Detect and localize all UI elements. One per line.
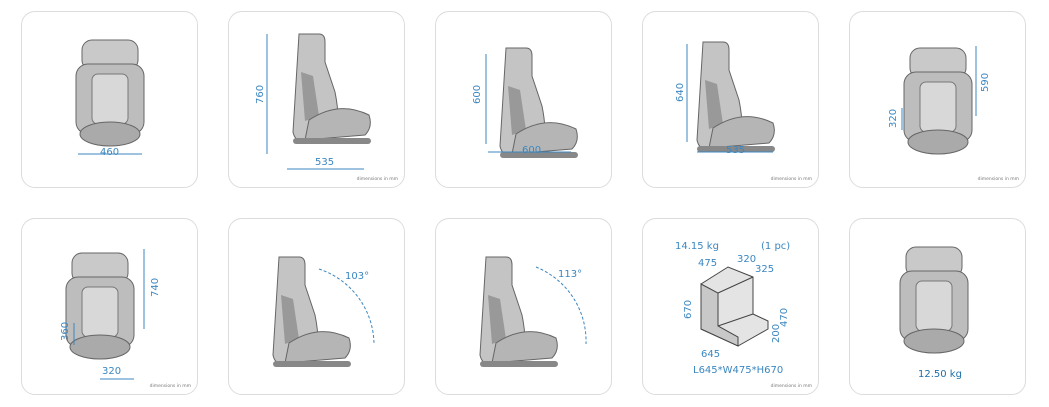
height-label: 740 [150, 277, 161, 297]
width-label: 475 [698, 258, 718, 269]
car-seat-side-illustration [686, 41, 776, 153]
height-label: 600 [472, 84, 483, 104]
image-side-recline-1[interactable]: 600 600 [435, 11, 612, 188]
height-label: 670 [683, 299, 694, 319]
dimensions-note: dimensions in mm [770, 384, 812, 389]
car-seat-front-illustration [75, 39, 145, 155]
depth-top-label: 320 [737, 254, 757, 265]
car-seat-side-illustration [266, 33, 372, 170]
width-label: 320 [102, 366, 122, 377]
image-side-recline-2[interactable]: 640 535 dimensions in mm [642, 11, 819, 188]
height-label: 760 [255, 84, 266, 104]
image-angle-113[interactable]: 113° [435, 218, 612, 395]
image-front-width[interactable]: 460 [21, 11, 198, 188]
weight-label: 12.50 kg [918, 369, 962, 380]
dimensions-note: dimensions in mm [356, 177, 398, 182]
angle-label: 103° [345, 271, 370, 282]
depth-label: 600 [522, 145, 542, 156]
length-label: 645 [701, 349, 721, 360]
image-package[interactable]: 14.15 kg (1 pc) 475 320 325 670 470 200 … [642, 218, 819, 395]
weight-label: 14.15 kg [675, 241, 719, 252]
depth-label: 535 [315, 157, 335, 168]
step-height-label: 200 [771, 323, 782, 343]
image-side-upright[interactable]: 760 535 dimensions in mm [228, 11, 405, 188]
car-seat-recline-illustration [272, 256, 375, 368]
seat-height-label: 320 [888, 108, 899, 128]
angle-label: 113° [558, 269, 583, 280]
car-seat-side-illustration [485, 47, 579, 159]
dimensions-note: dimensions in mm [770, 177, 812, 182]
car-seat-front-illustration [65, 249, 145, 380]
height-label: 640 [675, 82, 686, 102]
image-front-seat[interactable]: 590 320 dimensions in mm [849, 11, 1026, 188]
depth-step-label: 325 [755, 264, 775, 275]
back-height-label: 590 [980, 72, 991, 92]
side-height-label: 360 [60, 321, 71, 341]
dimensions-note: dimensions in mm [149, 384, 191, 389]
image-front-full[interactable]: 740 360 320 dimensions in mm [21, 218, 198, 395]
image-angle-103[interactable]: 103° [228, 218, 405, 395]
dimensions-note: dimensions in mm [977, 177, 1019, 182]
car-seat-recline-illustration [479, 256, 587, 368]
image-weight[interactable]: 12.50 kg [849, 218, 1026, 395]
package-dimensions-label: L645*W475*H670 [693, 365, 784, 376]
package-box-illustration [700, 266, 769, 347]
width-label: 460 [100, 147, 120, 158]
quantity-label: (1 pc) [761, 241, 791, 252]
car-seat-front-illustration [901, 46, 977, 155]
depth-label: 535 [726, 145, 746, 156]
